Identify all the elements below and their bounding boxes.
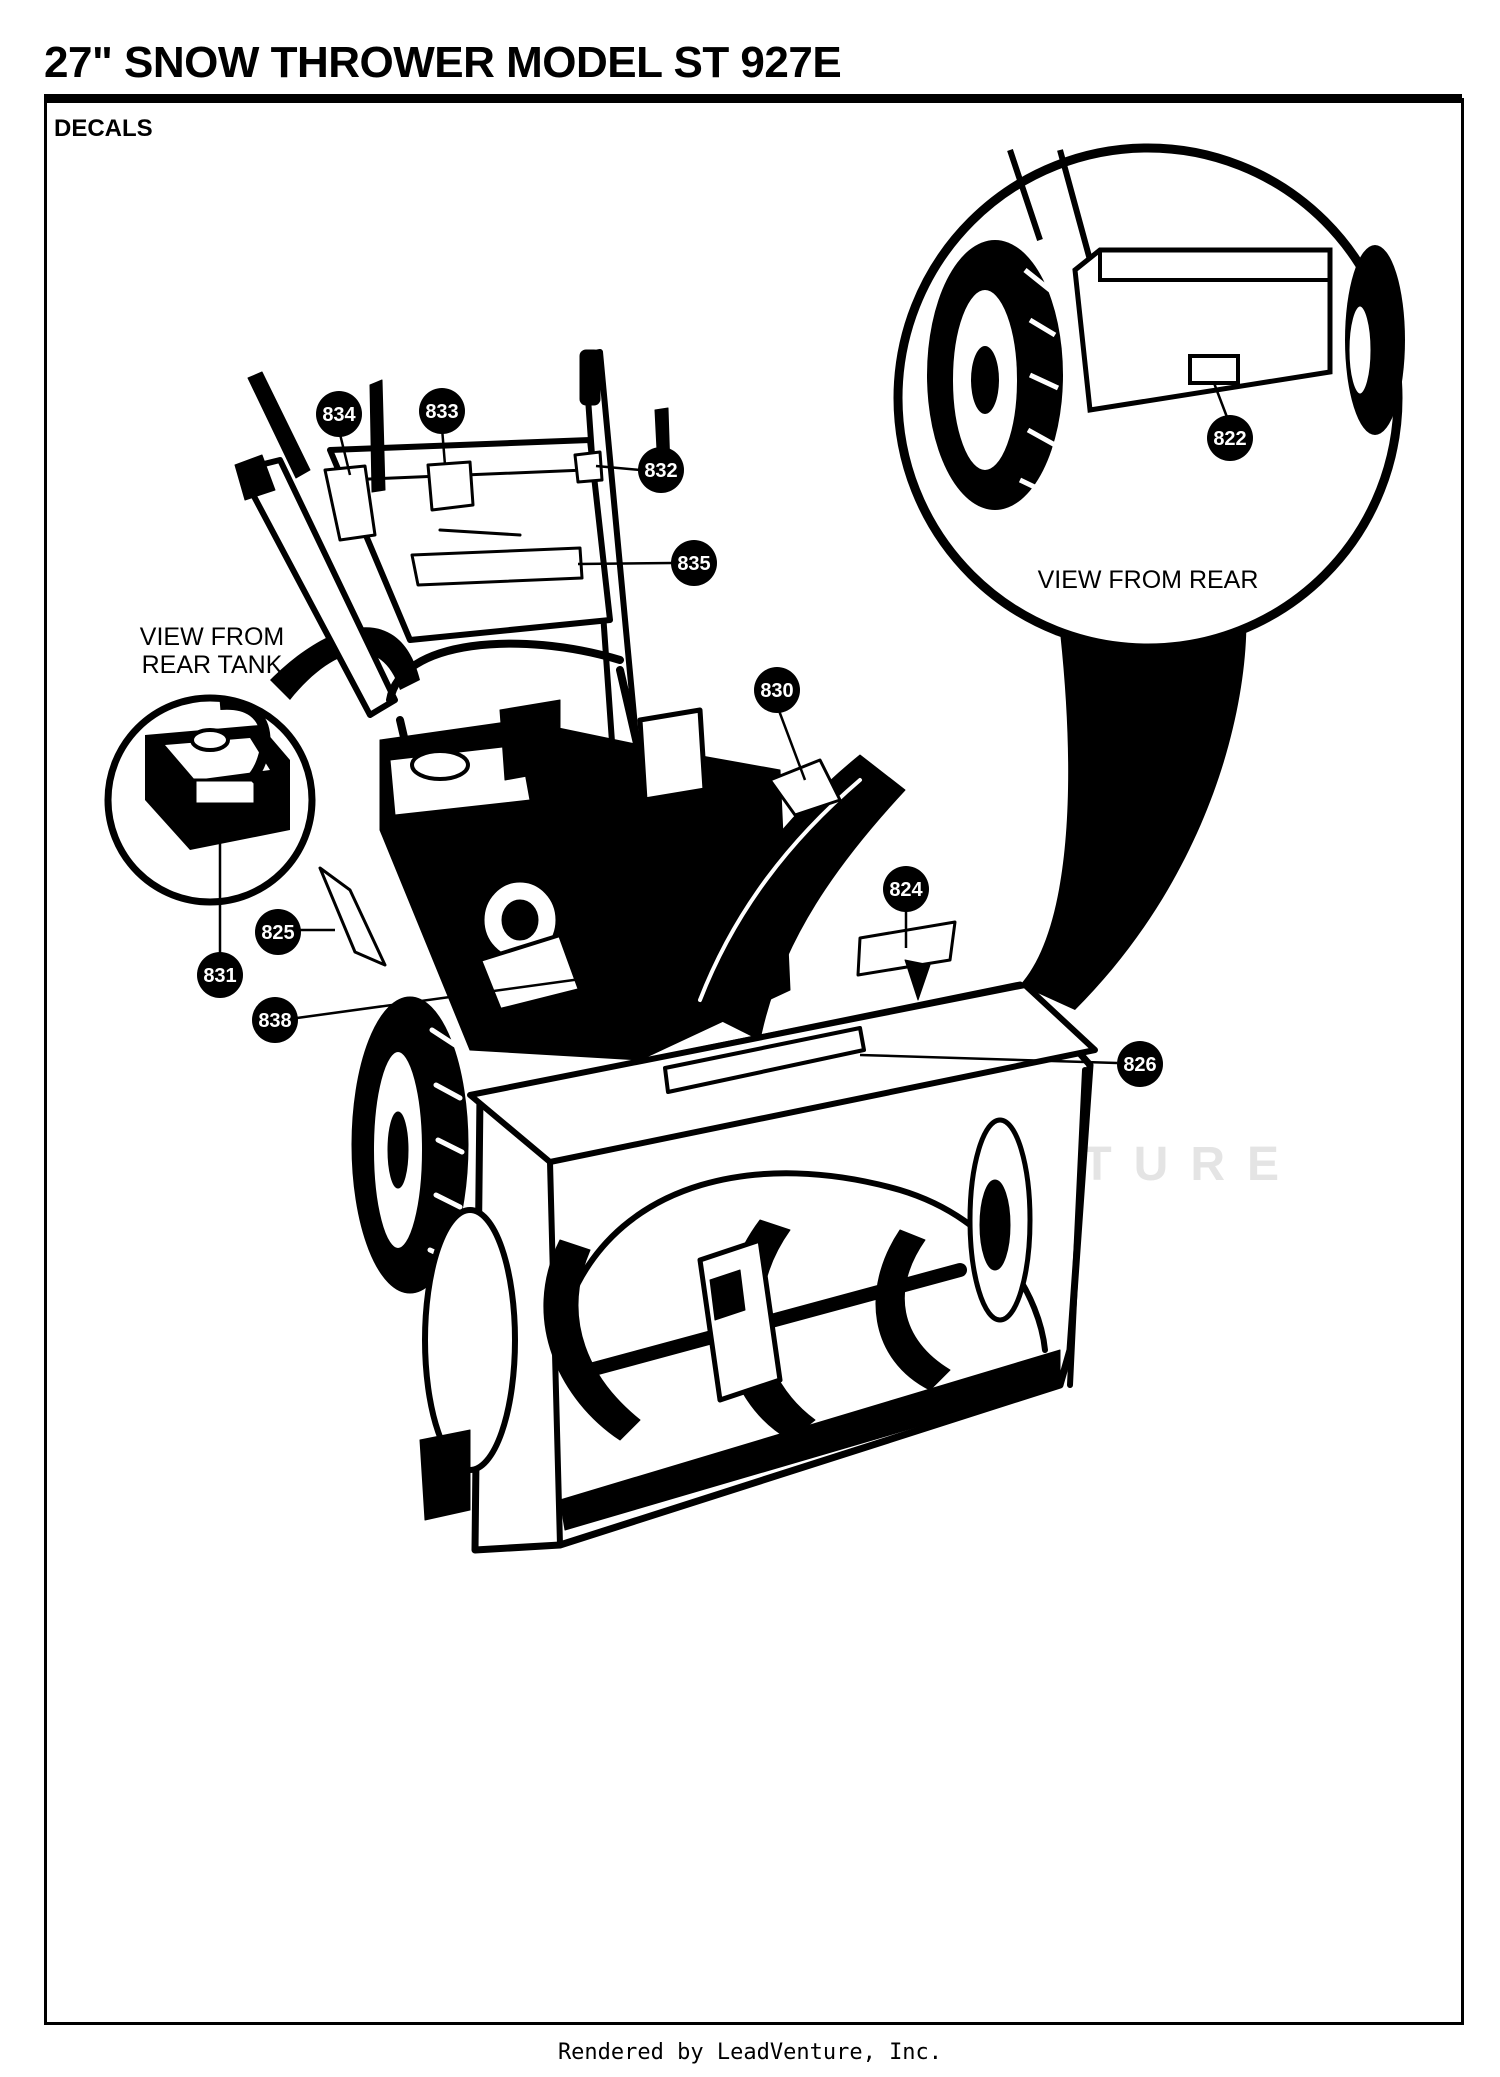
callout-834: 834 <box>322 404 356 426</box>
rear-tank-decal-831 <box>193 778 257 806</box>
rear-decal-822 <box>1188 354 1240 385</box>
decal-825 <box>318 866 387 967</box>
callouts: 834 833 832 835 830 824 825 838 826 <box>252 388 1163 1087</box>
decal-835 <box>410 546 584 587</box>
decal-834 <box>323 464 377 542</box>
callout-832: 832 <box>644 460 677 482</box>
rear-view-connector <box>1020 590 1247 1010</box>
page-title: 27" SNOW THROWER MODEL ST 927E <box>44 38 842 87</box>
callout-822: 822 <box>1213 428 1246 450</box>
decal-830 <box>768 758 842 817</box>
rear-view-inset: 822 VIEW FROM REAR <box>893 143 1405 1010</box>
callout-826: 826 <box>1123 1054 1156 1076</box>
decal-833 <box>426 460 475 512</box>
machine-illustration <box>234 349 1098 1554</box>
callout-835: 835 <box>677 553 710 575</box>
section-label: DECALS <box>54 115 153 142</box>
rear-tank-label-2: REAR TANK <box>142 651 283 679</box>
decal-826 <box>663 1026 866 1094</box>
callout-833: 833 <box>425 401 458 423</box>
diagram-frame <box>44 98 1464 2025</box>
callout-831: 831 <box>203 965 236 987</box>
footer-credit: Rendered by LeadVenture, Inc. <box>557 2040 943 2065</box>
callout-838: 838 <box>258 1010 291 1032</box>
callout-824: 824 <box>889 879 923 901</box>
rear-tank-inset: VIEW FROM REAR TANK 831 <box>104 623 420 998</box>
callout-825: 825 <box>261 922 294 944</box>
rear-view-label: VIEW FROM REAR <box>1038 566 1259 594</box>
rear-tank-label-1: VIEW FROM <box>140 623 284 651</box>
decal-824 <box>856 920 957 977</box>
callout-830: 830 <box>760 680 793 702</box>
decal-832 <box>573 450 604 484</box>
title-rule <box>44 94 1462 103</box>
rear-tank-connector <box>270 627 420 700</box>
